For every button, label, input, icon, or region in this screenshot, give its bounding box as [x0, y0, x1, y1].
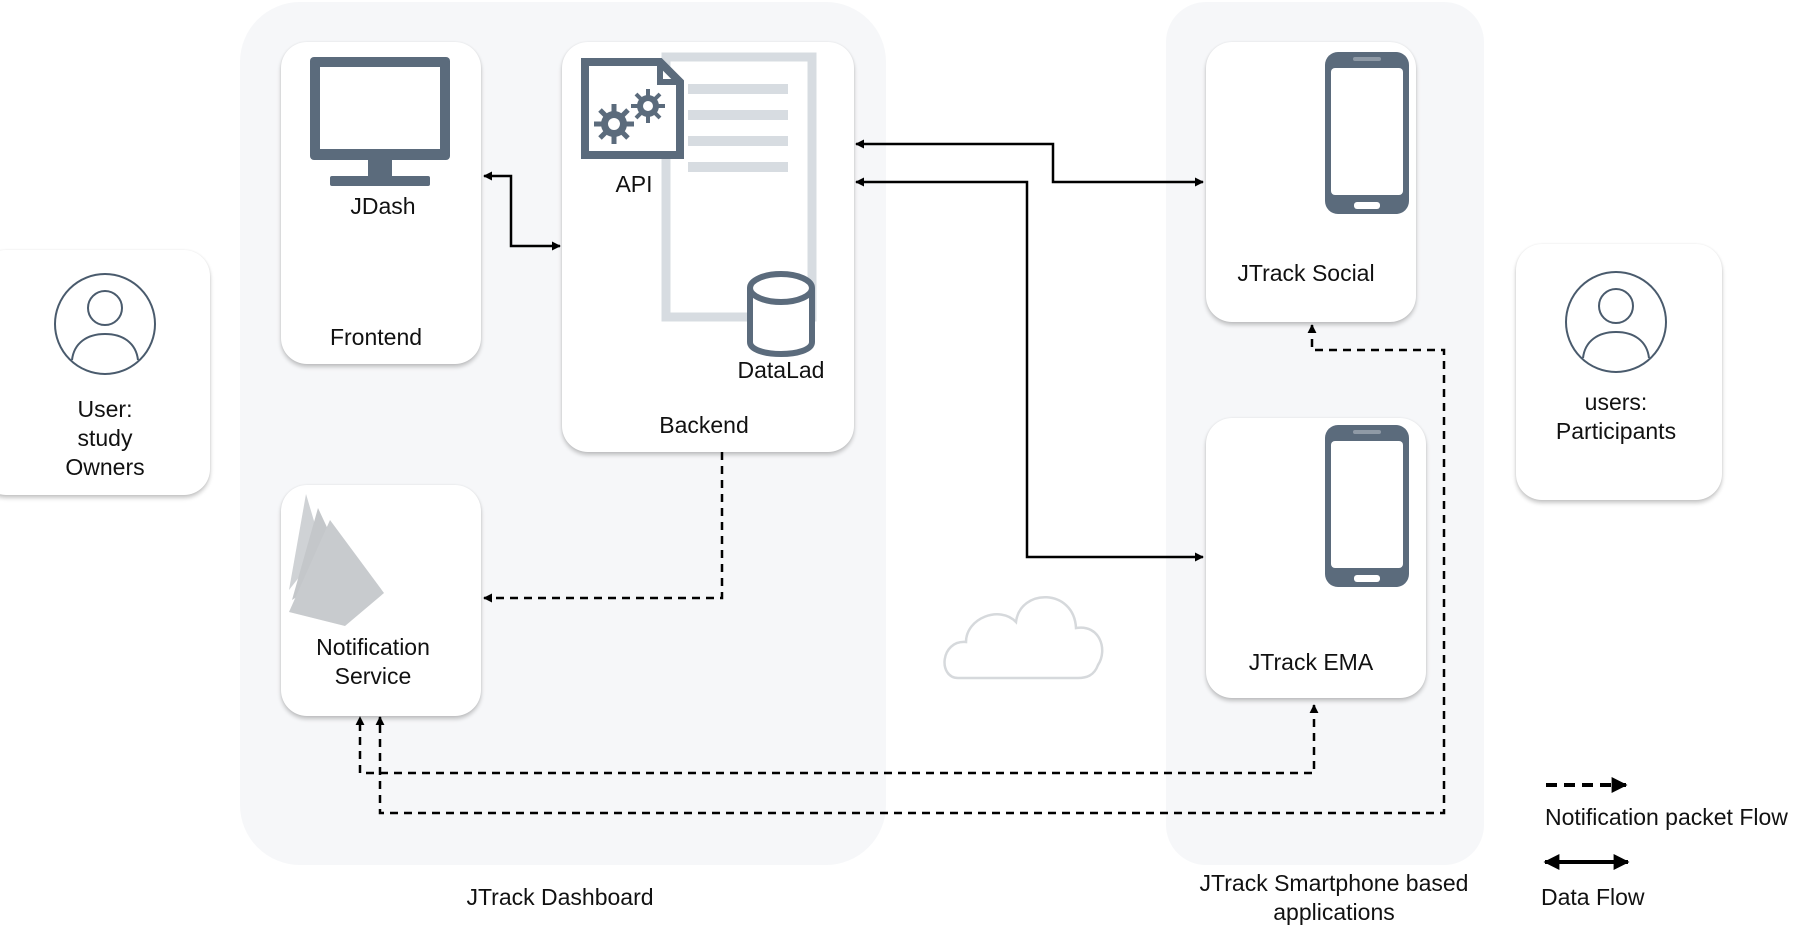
backend-label: Backend	[659, 412, 749, 438]
smartphone-icon	[1325, 425, 1409, 587]
notification-label-line1: Notification	[316, 634, 430, 660]
backend-notification-arrow	[483, 452, 724, 603]
owner-label: User: study Owners	[40, 395, 170, 482]
owner-label-line2: study	[77, 425, 133, 451]
frontend-backend-arrow	[483, 171, 561, 251]
firebase-icon	[289, 494, 384, 626]
notification-label-line2: Service	[334, 663, 412, 689]
apps-group-label-line1: JTrack Smartphone based	[1199, 870, 1469, 896]
user-avatar-icon	[54, 273, 156, 375]
frontend-label: Frontend	[329, 324, 423, 350]
notification-service-label: Notification Service	[298, 633, 448, 691]
api-label: API	[615, 171, 653, 197]
jtrack-ema-label: JTrack EMA	[1248, 649, 1374, 675]
participants-label-line1: users:	[1584, 389, 1648, 415]
dashboard-group-label: JTrack Dashboard	[466, 884, 654, 910]
notification-flow-arrows	[355, 324, 1446, 815]
document-icon	[661, 52, 817, 322]
api-gears-icon	[581, 58, 684, 159]
owner-label-line1: User:	[77, 396, 133, 422]
cloud-icon	[943, 596, 1104, 680]
smartphone-icon	[1325, 52, 1409, 214]
datalad-label: DataLad	[737, 357, 825, 383]
participants-label: users: Participants	[1536, 388, 1696, 446]
database-icon	[747, 271, 815, 357]
legend-data-label: Data Flow	[1541, 884, 1645, 910]
owner-label-line3: Owners	[65, 454, 145, 480]
apps-group-label-line2: applications	[1273, 899, 1395, 925]
participants-label-line2: Participants	[1555, 418, 1677, 444]
social-notification-arrow	[375, 324, 1446, 815]
apps-group-label: JTrack Smartphone based applications	[1186, 869, 1482, 927]
data-flow-arrows	[483, 139, 1204, 562]
ema-notification-arrow	[355, 704, 1319, 775]
backend-ema-arrow	[855, 177, 1204, 562]
jdash-label: JDash	[350, 193, 416, 219]
monitor-icon	[310, 57, 450, 186]
user-avatar-icon	[1565, 271, 1667, 373]
legend-notification-label: Notification packet Flow	[1545, 804, 1788, 830]
backend-social-arrow	[855, 139, 1204, 187]
jtrack-social-label: JTrack Social	[1237, 260, 1375, 286]
